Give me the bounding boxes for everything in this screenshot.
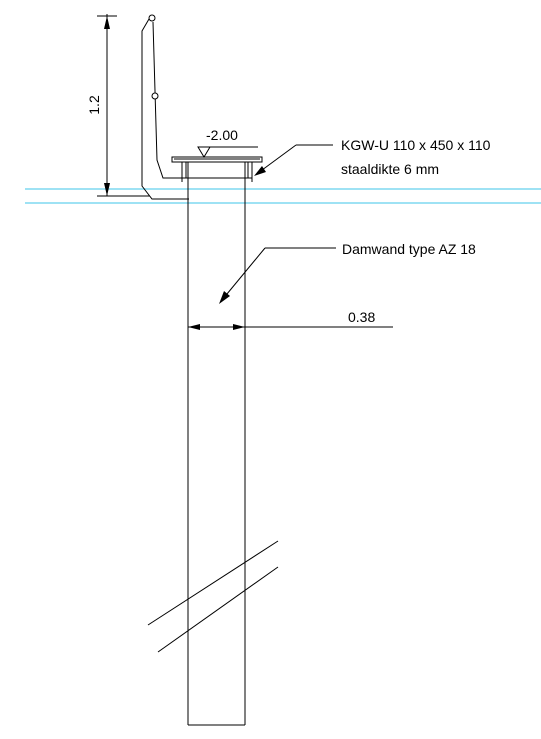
sheetpile-callout-leader	[219, 247, 336, 304]
profile-callout-line1: KGW-U 110 x 450 x 110	[341, 137, 491, 153]
width-arrow-left	[188, 324, 200, 330]
height-dimension	[97, 14, 150, 197]
capping-profile	[171, 156, 263, 182]
width-dimension	[188, 324, 393, 330]
water-level-lines	[25, 188, 541, 204]
break-line-lower	[157, 566, 279, 653]
profile-leader-diagonal	[257, 144, 297, 174]
railing-mid-knob	[151, 92, 159, 100]
level-triangle-icon	[197, 146, 211, 158]
railing-outer-line	[141, 18, 189, 200]
railing-top-knob	[148, 14, 156, 22]
break-lines	[147, 540, 279, 653]
dimension-arrow-top	[104, 16, 110, 29]
sheetpile-leader-arrow	[219, 291, 230, 304]
railing-inner-line	[152, 21, 187, 179]
dimension-height-label: 1.2	[86, 95, 102, 115]
sheetpile-callout-label: Damwand type AZ 18	[342, 241, 476, 257]
sheet-pile	[187, 162, 246, 726]
dimension-arrow-bottom	[104, 183, 110, 196]
width-arrow-right	[233, 324, 245, 330]
profile-callout-leader	[254, 144, 333, 176]
sheetpile-leader-diagonal	[221, 247, 266, 301]
profile-callout-line2: staaldikte 6 mm	[341, 161, 439, 177]
profile-leader-arrow	[254, 166, 266, 176]
railing	[141, 14, 189, 200]
level-label: -2.00	[206, 127, 238, 143]
level-marker	[197, 146, 258, 158]
break-line-upper	[147, 540, 279, 626]
width-dimension-label: 0.38	[348, 309, 375, 325]
